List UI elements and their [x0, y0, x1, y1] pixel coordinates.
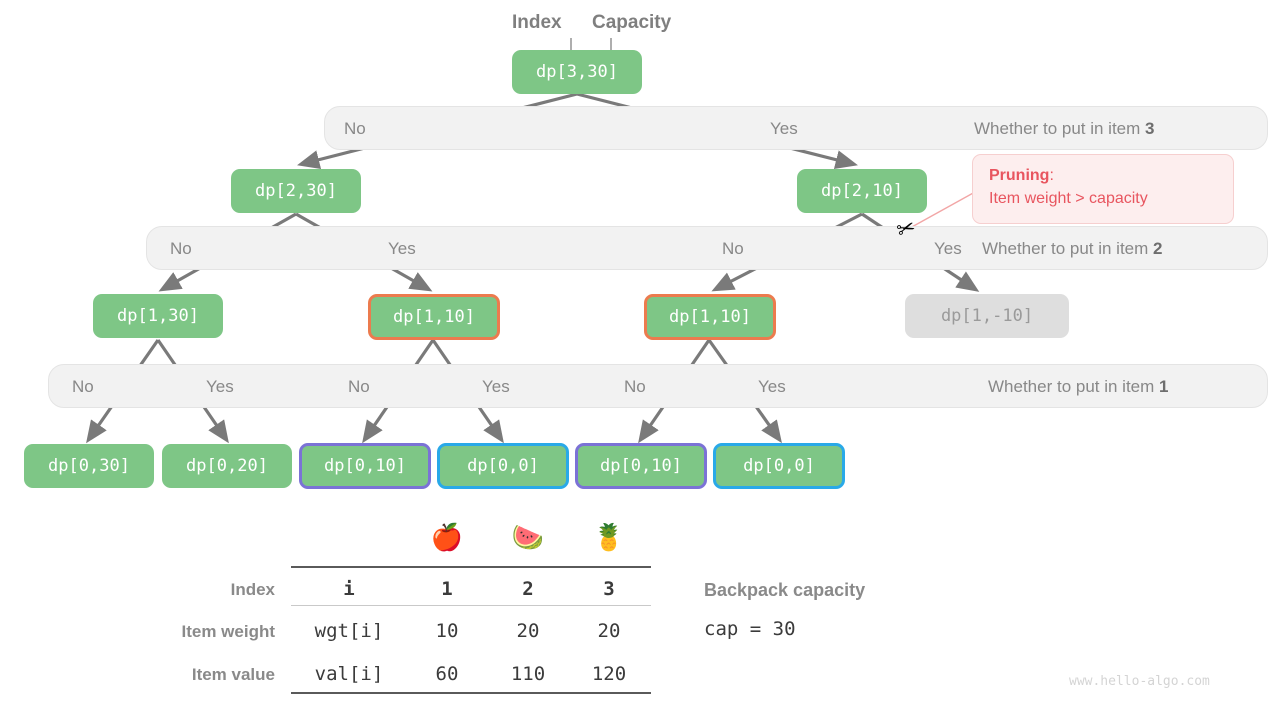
- row-label-index: Index: [230, 580, 275, 599]
- pruning-callout: Pruning: Item weight > capacity: [972, 154, 1234, 224]
- pruning-title: Pruning: [989, 167, 1050, 184]
- cell-val-1: 60: [435, 663, 459, 685]
- node-dp-0-30[interactable]: dp[0,30]: [24, 444, 154, 488]
- node-dp-1-10-left[interactable]: dp[1,10]: [368, 294, 500, 340]
- level2-branch-yes-1: Yes: [388, 239, 416, 258]
- level1-branch-yes-1: Yes: [206, 377, 234, 396]
- level3-branch-no: No: [344, 119, 366, 138]
- annotation-capacity-label: Capacity: [592, 12, 672, 33]
- node-dp-0-0-right[interactable]: dp[0,0]: [713, 443, 845, 489]
- node-dp-1-neg10-pruned: dp[1,-10]: [905, 294, 1069, 338]
- level2-title-text: Whether to put in item: [982, 239, 1154, 258]
- level3-branch-yes: Yes: [770, 119, 798, 138]
- pruning-colon: :: [1049, 167, 1054, 184]
- node-dp-1-10-right[interactable]: dp[1,10]: [644, 294, 776, 340]
- node-dp-0-10-right[interactable]: dp[0,10]: [575, 443, 707, 489]
- level1-branch-no-2: No: [348, 377, 370, 396]
- table-rule-mid: [291, 605, 651, 606]
- table-rule-bottom: [291, 692, 651, 694]
- row-key-val: val[i]: [314, 663, 384, 685]
- item-emoji-pineapple: 🍍: [592, 522, 626, 552]
- level2-title-num: 2: [1153, 239, 1163, 258]
- item-emoji-watermelon: 🍉: [511, 522, 545, 552]
- cell-index-2: 2: [522, 578, 534, 600]
- level-bar-item1: [48, 364, 1268, 408]
- level2-branch-no-1: No: [170, 239, 192, 258]
- cell-val-3: 120: [591, 663, 627, 685]
- row-label-item-weight: Item weight: [181, 622, 275, 641]
- node-dp-2-30[interactable]: dp[2,30]: [231, 169, 361, 213]
- level2-branch-yes-2: Yes: [934, 239, 962, 258]
- node-dp-2-10[interactable]: dp[2,10]: [797, 169, 927, 213]
- row-key-index: i: [343, 578, 355, 600]
- cell-wgt-1: 10: [435, 620, 459, 642]
- cell-val-2: 110: [510, 663, 546, 685]
- level1-title-text: Whether to put in item: [988, 377, 1160, 396]
- node-dp-1-30[interactable]: dp[1,30]: [93, 294, 223, 338]
- level3-title: Whether to put in item 3: [974, 120, 1155, 137]
- level3-title-num: 3: [1145, 119, 1155, 138]
- level1-branch-yes-2: Yes: [482, 377, 510, 396]
- node-dp-0-20[interactable]: dp[0,20]: [162, 444, 292, 488]
- level1-branch-yes-3: Yes: [758, 377, 786, 396]
- pruning-title-line: Pruning:: [989, 164, 1219, 187]
- node-dp-0-10-left[interactable]: dp[0,10]: [299, 443, 431, 489]
- pruning-reason: Item weight > capacity: [989, 190, 1148, 208]
- level1-title: Whether to put in item 1: [988, 378, 1169, 395]
- site-watermark: www.hello-algo.com: [1069, 674, 1210, 689]
- annotation-index-label: Index: [512, 12, 562, 33]
- cell-index-3: 3: [603, 578, 615, 600]
- item-emoji-apple: 🍎: [430, 522, 464, 552]
- level1-title-num: 1: [1159, 377, 1169, 396]
- level-bar-item2: [146, 226, 1268, 270]
- backpack-capacity-value: cap = 30: [704, 618, 796, 640]
- node-dp-3-30[interactable]: dp[3,30]: [512, 50, 642, 94]
- backpack-capacity-title: Backpack capacity: [704, 580, 866, 600]
- level-bar-item3: [324, 106, 1268, 150]
- row-label-item-value: Item value: [191, 665, 275, 684]
- node-dp-0-0-left[interactable]: dp[0,0]: [437, 443, 569, 489]
- cell-wgt-3: 20: [597, 620, 621, 642]
- level3-title-text: Whether to put in item: [974, 119, 1146, 138]
- cell-index-1: 1: [441, 578, 453, 600]
- level1-branch-no-1: No: [72, 377, 94, 396]
- level1-branch-no-3: No: [624, 377, 646, 396]
- level2-branch-no-2: No: [722, 239, 744, 258]
- row-key-wgt: wgt[i]: [314, 620, 384, 642]
- table-rule-top: [291, 566, 651, 568]
- cell-wgt-2: 20: [516, 620, 540, 642]
- level2-title: Whether to put in item 2: [982, 240, 1163, 257]
